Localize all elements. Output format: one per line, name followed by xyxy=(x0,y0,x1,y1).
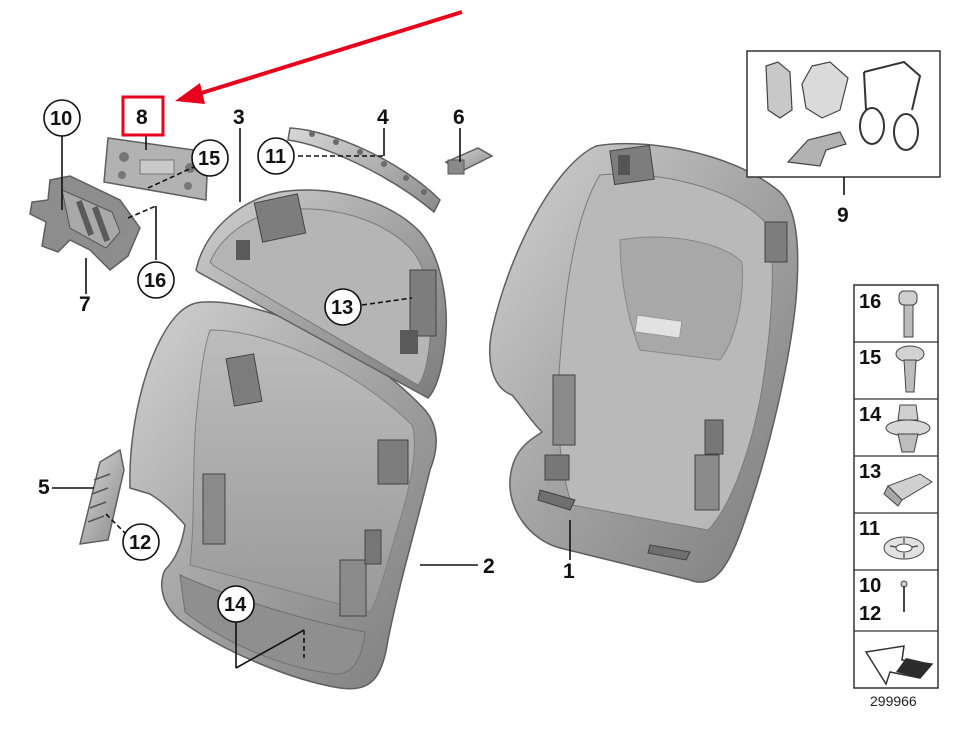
part-1-backrest-shell xyxy=(489,142,799,583)
red-pointer-arrow xyxy=(175,10,463,104)
part-5-side-plate xyxy=(79,448,125,545)
clip-nut-icon xyxy=(883,473,933,507)
callout-14-circle: 14 xyxy=(217,585,255,623)
callout-13: 13 xyxy=(331,297,353,319)
callout-5: 5 xyxy=(38,476,50,499)
legend-label-10: 10 xyxy=(859,575,881,597)
callout-3: 3 xyxy=(233,106,245,129)
legend-label-14: 14 xyxy=(859,404,882,426)
legend-label-13: 13 xyxy=(859,461,881,483)
legend-label-15: 15 xyxy=(859,347,881,369)
callout-12-circle: 12 xyxy=(122,523,160,561)
callout-2: 2 xyxy=(483,555,495,578)
callout-9: 9 xyxy=(837,204,849,227)
callout-12: 12 xyxy=(129,532,151,554)
fasteners-legend: 16 15 14 13 11 xyxy=(853,284,939,709)
callout-10: 10 xyxy=(50,108,72,130)
part-2-back-panel xyxy=(129,301,437,690)
callout-13-circle: 13 xyxy=(324,288,362,326)
callout-7: 7 xyxy=(79,293,91,316)
arrow-symbol-icon xyxy=(864,645,934,686)
callout-1: 1 xyxy=(563,560,575,583)
callout-15: 15 xyxy=(198,148,220,170)
bolt-icon xyxy=(898,290,918,338)
lock-washer-icon xyxy=(883,536,925,560)
callout-11-circle: 11 xyxy=(257,137,295,175)
callout-8: 8 xyxy=(136,106,148,129)
part-4-trim-strip xyxy=(287,127,441,214)
part-7-bracket xyxy=(29,175,141,271)
part-9-clip-set-box xyxy=(746,50,941,195)
screw-icon xyxy=(895,345,925,393)
callout-4: 4 xyxy=(377,106,389,129)
callout-14: 14 xyxy=(224,594,247,616)
diagram-reference-number: 299966 xyxy=(870,693,917,709)
callout-6: 6 xyxy=(453,106,465,129)
callout-15-circle: 15 xyxy=(191,139,229,177)
callout-16: 16 xyxy=(144,270,166,292)
push-rivet-icon xyxy=(885,404,931,453)
legend-label-11: 11 xyxy=(859,518,880,540)
part-6-sensor xyxy=(444,147,494,175)
part-8-plate xyxy=(103,137,209,201)
legend-label-12: 12 xyxy=(859,603,881,625)
legend-label-16: 16 xyxy=(859,291,881,313)
part-3-top-cover xyxy=(195,189,448,399)
callout-8-highlight[interactable]: 8 xyxy=(121,95,165,137)
callout-16-circle: 16 xyxy=(137,261,175,299)
callout-10-circle: 10 xyxy=(43,99,81,137)
pin-icon xyxy=(900,580,908,612)
callout-leaders xyxy=(52,128,571,669)
callout-11: 11 xyxy=(265,146,286,168)
